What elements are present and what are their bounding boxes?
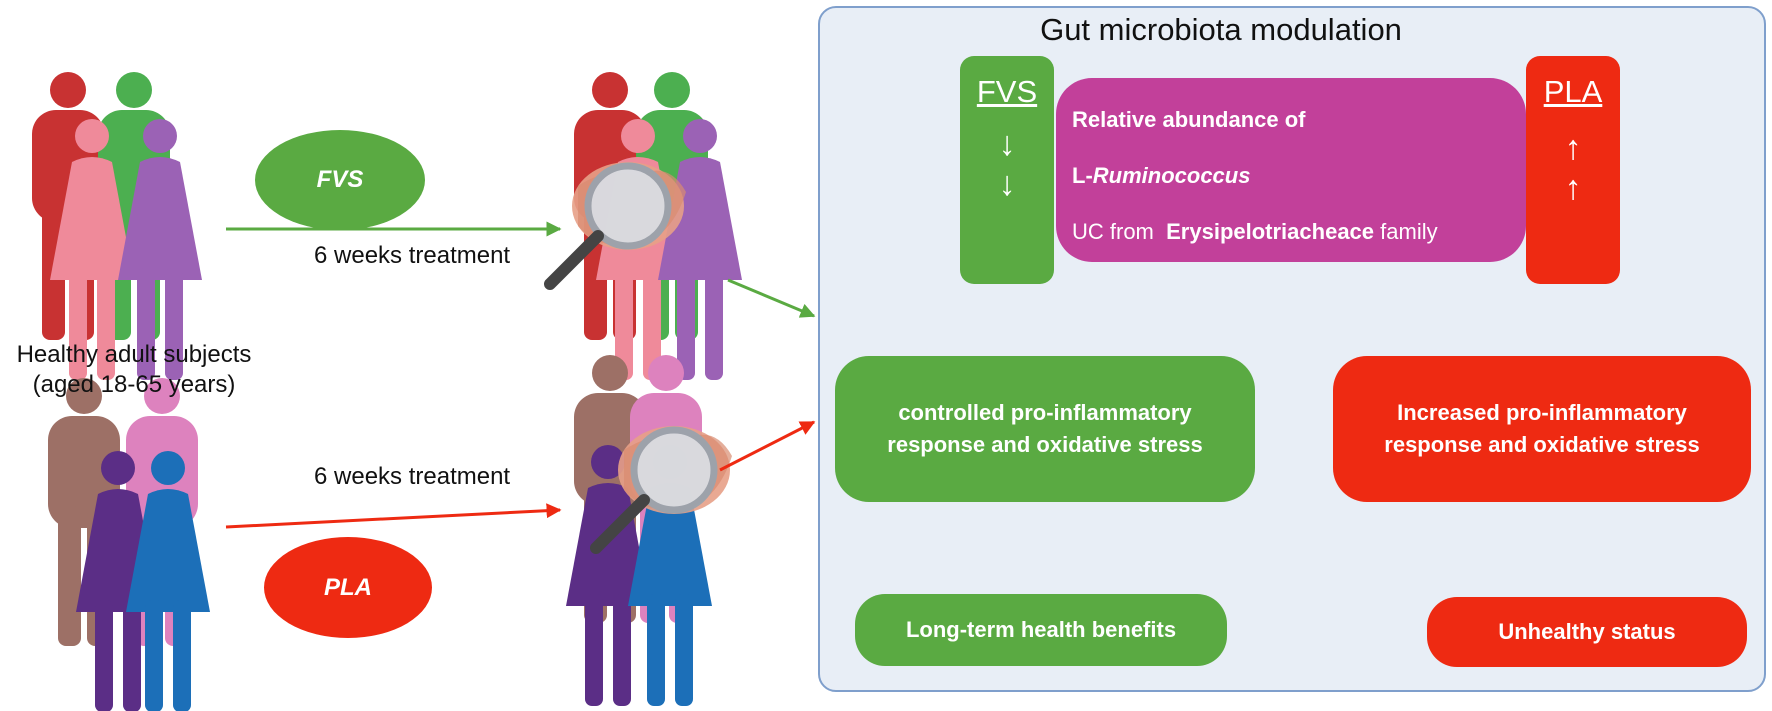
- relative-abundance-box: Relative abundance of L-Ruminococcus UC …: [1056, 78, 1526, 262]
- subjects-line-1: Healthy adult subjects: [16, 341, 252, 368]
- uc-prefix: UC from: [1072, 219, 1154, 244]
- pla-outcome-box: Unhealthy status: [1427, 597, 1747, 667]
- pla-response-box: Increased pro-inflammatory response and …: [1333, 356, 1751, 502]
- abundance-family: UC from Erysipelotriacheace family: [1072, 204, 1526, 260]
- fvs-oval: FVS: [255, 130, 425, 230]
- fvs-response-box: controlled pro-inflammatory response and…: [835, 356, 1255, 502]
- people-group-fvs-before: [32, 72, 202, 380]
- up-arrow-icon: ↑: [1564, 129, 1582, 167]
- arrow-pla-to-panel: [719, 420, 816, 472]
- arrow-fvs-to-panel: [727, 278, 816, 318]
- genus-prefix: L-: [1072, 163, 1093, 188]
- up-arrow-icon: ↑: [1564, 169, 1582, 207]
- family-name: Erysipelotriacheace: [1166, 219, 1375, 244]
- genus-name: Ruminococcus: [1092, 163, 1251, 188]
- abundance-heading: Relative abundance of: [1072, 107, 1306, 132]
- pla-oval: PLA: [264, 537, 432, 638]
- people-group-fvs-after: [550, 72, 742, 380]
- fvs-treatment-label: 6 weeks treatment: [314, 242, 511, 269]
- people-group-pla-before: [48, 378, 210, 711]
- pla-column-header: PLA: [1543, 74, 1603, 109]
- pla-treatment-label: 6 weeks treatment: [314, 463, 511, 490]
- subjects-caption: Healthy adult subjects (aged 18-65 years…: [0, 340, 268, 400]
- people-group-pla-after: [566, 355, 732, 706]
- fvs-column: FVS ↓ ↓: [960, 56, 1054, 284]
- down-arrow-icon: ↓: [998, 165, 1016, 203]
- subjects-line-2: (aged 18-65 years): [32, 371, 236, 398]
- family-suffix: family: [1380, 219, 1438, 244]
- fvs-column-header: FVS: [976, 74, 1038, 109]
- down-arrow-icon: ↓: [998, 125, 1016, 163]
- panel-title: Gut microbiota modulation: [1040, 12, 1402, 47]
- arrow-pla-treatment: [225, 503, 562, 529]
- fvs-outcome-box: Long-term health benefits: [855, 594, 1227, 666]
- pla-column: PLA ↑ ↑: [1526, 56, 1620, 284]
- abundance-genus: L-Ruminococcus: [1072, 148, 1526, 204]
